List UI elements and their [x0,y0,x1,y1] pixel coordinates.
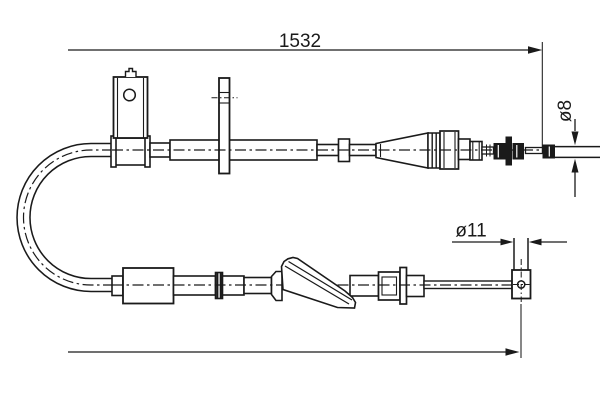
taper-connector [270,270,283,302]
washer-flange [505,136,512,166]
flange-washer [399,266,408,305]
lower-length-arrowhead [505,348,520,356]
upper-cable-run [110,67,545,175]
barrel-diameter-dimension: ø11 [452,221,567,246]
overall-length-label: 1532 [279,31,321,52]
end-diameter-label: ø8 [555,100,576,122]
lower-tube-e [405,274,425,298]
cover-edge-line-2 [284,265,350,305]
lower-end-barrel [511,238,532,302]
cover-edge-line-1 [288,260,353,301]
bracket-collar [110,135,151,168]
guide-spring-cover [280,256,357,309]
overall-length-dimension: 1532 [68,31,543,153]
bracket-tab [124,67,137,77]
lock-nut-2 [512,143,524,160]
cable-u-bend [16,142,113,293]
cover-blade [280,256,357,309]
adjuster-nut [469,140,483,161]
barrel-diameter-right-arrowhead [528,238,542,246]
adjuster-step [457,138,471,161]
bracket-hole [122,88,137,102]
overall-length-arrowhead [528,46,543,54]
dimension-annotations: 1532 ø8 ø11 [68,31,579,358]
turnbuckle-fitting [377,271,401,301]
lower-tube-d [349,274,380,297]
mounting-plate [211,77,238,175]
barrel-diameter-left-arrowhead [500,238,514,246]
collar-body [111,137,150,166]
u-bend-centerline [22,149,113,286]
barrel-diameter-label: ø11 [455,221,486,242]
turnbuckle-inner [381,276,398,296]
bracket-body [112,76,149,139]
collar-end-left [110,135,117,168]
lower-length-dimension [68,304,522,358]
sleeve-step [111,275,124,297]
end-diameter-lower-arrowhead [571,158,579,173]
u-bend-body [17,144,113,291]
upper-end-hardware [493,136,600,166]
nut-body [469,140,483,161]
end-diameter-dimension: ø8 [555,100,579,197]
mounting-bracket [112,67,149,139]
plate-body [218,77,231,175]
end-diameter-upper-arrowhead [571,131,579,146]
damper-block [122,267,175,305]
lock-nut-1 [493,143,506,160]
